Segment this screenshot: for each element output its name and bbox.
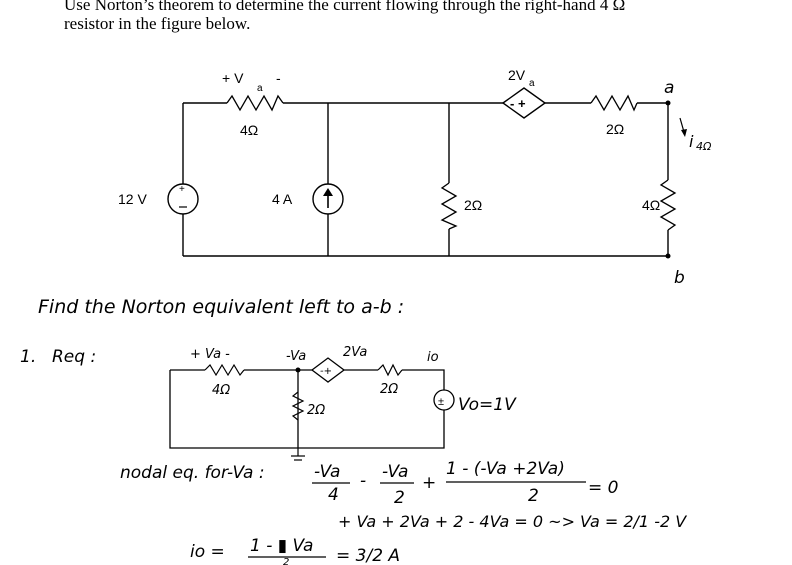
result-lhs: io = <box>190 542 225 562</box>
arrow-up-icon <box>323 188 333 196</box>
small-neg-va-label: -Va <box>286 349 306 364</box>
dependent-source <box>501 87 547 119</box>
small-r3-label: 2Ω <box>380 382 398 397</box>
question-line-2: resistor in the figure below. <box>64 14 251 33</box>
result-denominator: 2 <box>283 557 289 565</box>
solution-heading: Find the Norton equivalent left to a-b : <box>38 296 404 318</box>
small-io-label: io <box>427 350 439 365</box>
result-numerator: 1 - ▮ Va <box>250 536 313 556</box>
va-minus: - <box>276 70 281 86</box>
result-rhs: = 3/2 A <box>336 546 400 565</box>
small-2va-label: 2Va <box>343 345 367 360</box>
small-test-source-sign: ± <box>438 396 444 408</box>
va-subscript: a <box>257 83 263 94</box>
small-dependent-source <box>310 357 346 383</box>
small-r1-label: 4Ω <box>212 383 230 398</box>
node-a <box>665 100 671 106</box>
eq-term3-num: 1 - (-Va +2Va) <box>446 459 565 479</box>
i4-label: i <box>689 132 694 151</box>
small-resistor-3 <box>377 363 403 377</box>
r-top-right-label: 2Ω <box>606 121 624 137</box>
dep-source-signs: - + <box>510 96 526 111</box>
resistor-middle <box>440 182 458 230</box>
node-b <box>665 253 671 259</box>
small-resistor-1 <box>204 363 245 377</box>
eq-minus: - <box>360 471 366 491</box>
eq-term2-den: 2 <box>394 488 405 508</box>
step-number: 1. <box>20 347 36 367</box>
r-middle-label: 2Ω <box>464 197 482 213</box>
nodal-label: nodal eq. for-Va : <box>120 463 265 483</box>
eq-term1-num: -Va <box>314 462 340 482</box>
eq-plus: + <box>422 473 436 493</box>
main-circuit <box>182 102 669 257</box>
step-label: Req : <box>52 347 96 367</box>
solution-line-2: + Va + 2Va + 2 - 4Va = 0 ~> Va = 2/1 -2 … <box>338 512 687 531</box>
current-source-label: 4 A <box>272 191 293 207</box>
test-source-label: Vo=1V <box>458 395 517 415</box>
small-dep-signs: -+ <box>320 366 332 377</box>
node-b-label: b <box>674 268 685 288</box>
small-test-source <box>433 389 455 411</box>
small-va-label: + Va - <box>190 347 230 362</box>
i4-subscript: 4Ω <box>696 140 712 153</box>
eq-term3-den: 2 <box>528 486 539 506</box>
dep-source-subscript: a <box>529 78 535 89</box>
eq-term1-den: 4 <box>328 485 339 505</box>
eq-equals: = 0 <box>588 478 618 498</box>
voltage-source-12v <box>167 183 199 215</box>
voltage-source-label: 12 V <box>118 191 147 207</box>
voltage-source-plus: + <box>179 184 185 195</box>
small-node <box>295 367 301 373</box>
resistor-top-left <box>226 94 284 112</box>
question-line-1: Use Norton’s theorem to determine the cu… <box>64 0 626 14</box>
node-a-label: a <box>664 78 674 98</box>
small-r2-label: 2Ω <box>307 403 325 418</box>
small-resistor-2 <box>291 391 305 421</box>
va-label: + V <box>222 70 244 86</box>
r-top-left-label: 4Ω <box>240 122 258 138</box>
eq-term2-num: -Va <box>382 462 408 482</box>
dep-source-label: 2V <box>508 67 526 83</box>
resistor-top-right <box>590 94 638 112</box>
resistor-right <box>659 179 677 231</box>
r-right-label: 4Ω <box>642 197 660 213</box>
